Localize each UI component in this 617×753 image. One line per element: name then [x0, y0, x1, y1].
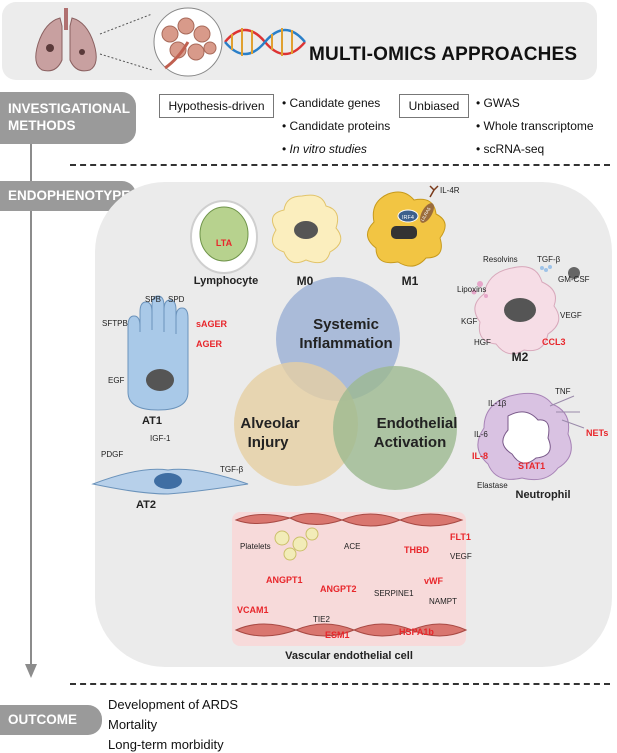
m2-tgfb: TGF-β	[537, 255, 561, 264]
endothelial-platelets: Platelets	[240, 542, 271, 551]
m1-label: M1	[402, 274, 419, 288]
venn-label-right-2: Activation	[374, 434, 447, 451]
section-endophenotype: ENDOPHENOTYPE	[0, 181, 136, 211]
endothelial-vegf: VEGF	[450, 552, 472, 561]
lymphocyte-marker: LTA	[216, 238, 233, 248]
m2-cell: Resolvins TGF-β GM-CSF Lipoxins KGF VEGF…	[457, 255, 590, 364]
unbiased-box: Unbiased	[399, 94, 469, 118]
m2-resolvins: Resolvins	[483, 255, 518, 264]
m2-lipoxins: Lipoxins	[457, 285, 486, 294]
endothelial-flt1: FLT1	[450, 532, 471, 542]
section-outcome: OUTCOME	[0, 705, 102, 735]
header-illustration	[35, 7, 306, 77]
list-item: • Candidate proteins	[282, 119, 391, 133]
m1-il4r: IL-4R	[440, 186, 460, 195]
venn-diagram: Systemic Inflammation Alveolar Injury En…	[234, 277, 457, 490]
m0-cell: M0	[271, 194, 342, 288]
at1-egf: EGF	[108, 376, 125, 385]
divider	[70, 683, 610, 685]
at1-cell: SPB SPD SFTPB EGF sAGER AGER AT1	[102, 295, 228, 427]
section-investigational-methods: INVESTIGATIONAL METHODS	[0, 92, 136, 144]
list-item: • GWAS	[476, 96, 520, 110]
at1-sager: sAGER	[196, 319, 228, 329]
m1-cell: IRF4 LILRA5 IL-4R M1	[367, 185, 460, 288]
endothelial-ace: ACE	[344, 542, 360, 551]
neutrophil-tnf: TNF	[555, 387, 571, 396]
endothelial-esm1: ESM1	[325, 630, 350, 640]
venn-label-top-1: Systemic	[313, 316, 379, 333]
list-item: • scRNA-seq	[476, 142, 545, 156]
venn-label-top-2: Inflammation	[299, 335, 392, 352]
neutrophil-il6: IL-6	[474, 430, 488, 439]
section-investigational-methods-line2: METHODS	[8, 118, 76, 133]
outcome-item: Long-term morbidity	[108, 737, 224, 752]
at1-spb: SPB	[145, 295, 161, 304]
flow-arrow	[25, 144, 37, 678]
dna-helix-icon	[224, 28, 306, 56]
at2-label: AT2	[136, 499, 156, 511]
venn-label-left-2: Injury	[248, 434, 289, 451]
list-item: • In vitro studies	[282, 142, 367, 156]
venn-label-right-1: Endothelial	[377, 415, 458, 432]
venn-alveolar-injury	[234, 362, 358, 486]
header-banner	[2, 2, 597, 80]
at2-cell: IGF-1 PDGF TGF-β AT2	[91, 434, 249, 511]
neutrophil-elastase: Elastase	[477, 481, 508, 490]
neutrophil-label: Neutrophil	[516, 489, 571, 501]
section-investigational-methods-line1: INVESTIGATIONAL	[8, 101, 131, 116]
endothelial-serpine1: SERPINE1	[374, 589, 414, 598]
m2-vegf: VEGF	[560, 311, 582, 320]
at2-pdgf: PDGF	[101, 450, 123, 459]
list-item: • Whole transcriptome	[476, 119, 594, 133]
m2-label: M2	[512, 350, 529, 364]
outcome-item: Mortality	[108, 717, 158, 732]
at1-sftpb: SFTPB	[102, 319, 128, 328]
neutrophil-cell: TNF IL-1β IL-6 Elastase NETs IL-8 STAT1 …	[472, 387, 608, 501]
endothelial-label: Vascular endothelial cell	[285, 650, 413, 662]
list-item: • Candidate genes	[282, 96, 381, 110]
endothelial-vwf: vWF	[424, 576, 444, 586]
divider	[70, 164, 610, 166]
endothelial-tie2: TIE2	[313, 615, 330, 624]
at2-tgfb: TGF-β	[220, 465, 244, 474]
outcome-item: Development of ARDS	[108, 697, 239, 712]
neutrophil-nets: NETs	[586, 428, 608, 438]
hypothesis-driven-box: Hypothesis-driven	[159, 94, 274, 118]
at1-label: AT1	[142, 415, 162, 427]
lymphocyte-cell: LTA Lymphocyte	[190, 200, 258, 287]
lungs-icon	[35, 8, 97, 72]
lymphocyte-label: Lymphocyte	[194, 275, 258, 287]
endothelial-hspa1b: HSPA1b	[399, 627, 434, 637]
m2-hgf: HGF	[474, 338, 491, 347]
m2-gmcsf: GM-CSF	[558, 275, 590, 284]
m2-ccl3: CCL3	[542, 337, 566, 347]
endothelial-nampt: NAMPT	[429, 597, 457, 606]
endothelial-angpt1: ANGPT1	[266, 575, 303, 585]
endothelial-thbd: THBD	[404, 545, 429, 555]
at1-ager: AGER	[196, 339, 223, 349]
venn-endothelial-activation	[333, 366, 457, 490]
endothelial-angpt2: ANGPT2	[320, 584, 357, 594]
m0-label: M0	[297, 274, 314, 288]
neutrophil-stat1: STAT1	[518, 461, 545, 471]
at2-igf1: IGF-1	[150, 434, 171, 443]
endothelial-vcam1: VCAM1	[237, 605, 269, 615]
neutrophil-il1b: IL-1β	[488, 399, 507, 408]
page-title: MULTI-OMICS APPROACHES	[309, 44, 578, 65]
neutrophil-il8: IL-8	[472, 451, 488, 461]
vascular-endothelium: Platelets ACE VEGF SERPINE1 NAMPT TIE2 T…	[232, 512, 472, 662]
venn-label-left-1: Alveolar	[240, 415, 299, 432]
at1-spd: SPD	[168, 295, 185, 304]
m2-kgf: KGF	[461, 317, 478, 326]
m1-irf4: IRF4	[402, 215, 414, 221]
